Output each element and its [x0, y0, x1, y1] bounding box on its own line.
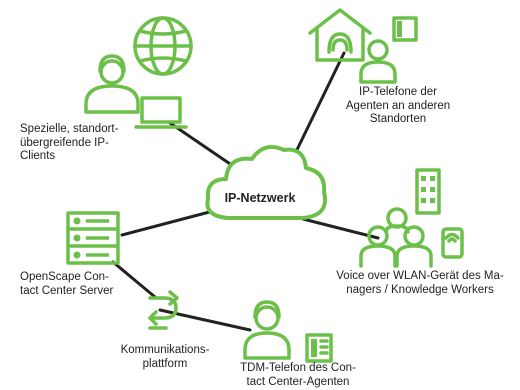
ip-network-cloud	[205, 145, 327, 220]
globe-agent-laptop-icon	[84, 16, 193, 129]
label-line: tact Center-Agenten	[246, 375, 350, 388]
label-line: nagers / Knowledge Workers	[346, 283, 494, 296]
special-clients-label: Spezielle, standort- übergreifende IP- C…	[20, 123, 118, 164]
link-server-network	[120, 208, 219, 237]
label-line: übergreifende IP-	[20, 136, 109, 149]
label-line: Clients	[20, 150, 56, 162]
managers-wlan-icon	[359, 168, 464, 268]
label-line: plattform	[142, 357, 188, 370]
label-line: Voice over WLAN-Gerät des Ma-	[336, 270, 504, 282]
ip-network-label: IP-Netzwerk	[224, 191, 296, 205]
label-line: Spezielle, standort-	[20, 123, 119, 135]
label-line: Agenten an anderen	[345, 99, 451, 112]
link-server-platform	[111, 260, 157, 299]
home-office-agent-icon	[308, 8, 418, 84]
link-managers-network	[301, 217, 380, 240]
agent-desk-phone-icon	[243, 300, 333, 363]
link-remote-network	[290, 51, 346, 162]
server-label: OpenScape Con- tact Center Server	[20, 271, 113, 298]
label-line: Kommunikations-	[120, 344, 210, 356]
link-clients-network	[168, 121, 238, 170]
label-line: IP-Telefone der	[359, 86, 437, 98]
server-icon	[66, 211, 120, 265]
tdm-phone-label: TDM-Telefon des Con- tact Center-Agenten	[228, 362, 368, 389]
remote-agents-label: IP-Telefone der Agenten an anderen Stand…	[338, 86, 458, 127]
label-line: tact Center Server	[20, 284, 114, 297]
wlan-managers-label: Voice over WLAN-Gerät des Ma- nagers / K…	[322, 270, 518, 297]
label-line: Standorten	[369, 113, 427, 125]
platform-label: Kommunikations- plattform	[115, 344, 215, 371]
label-line: OpenScape Con-	[20, 271, 109, 283]
switch-arrows-icon	[148, 290, 179, 330]
label-line: TDM-Telefon des Con-	[240, 362, 356, 374]
